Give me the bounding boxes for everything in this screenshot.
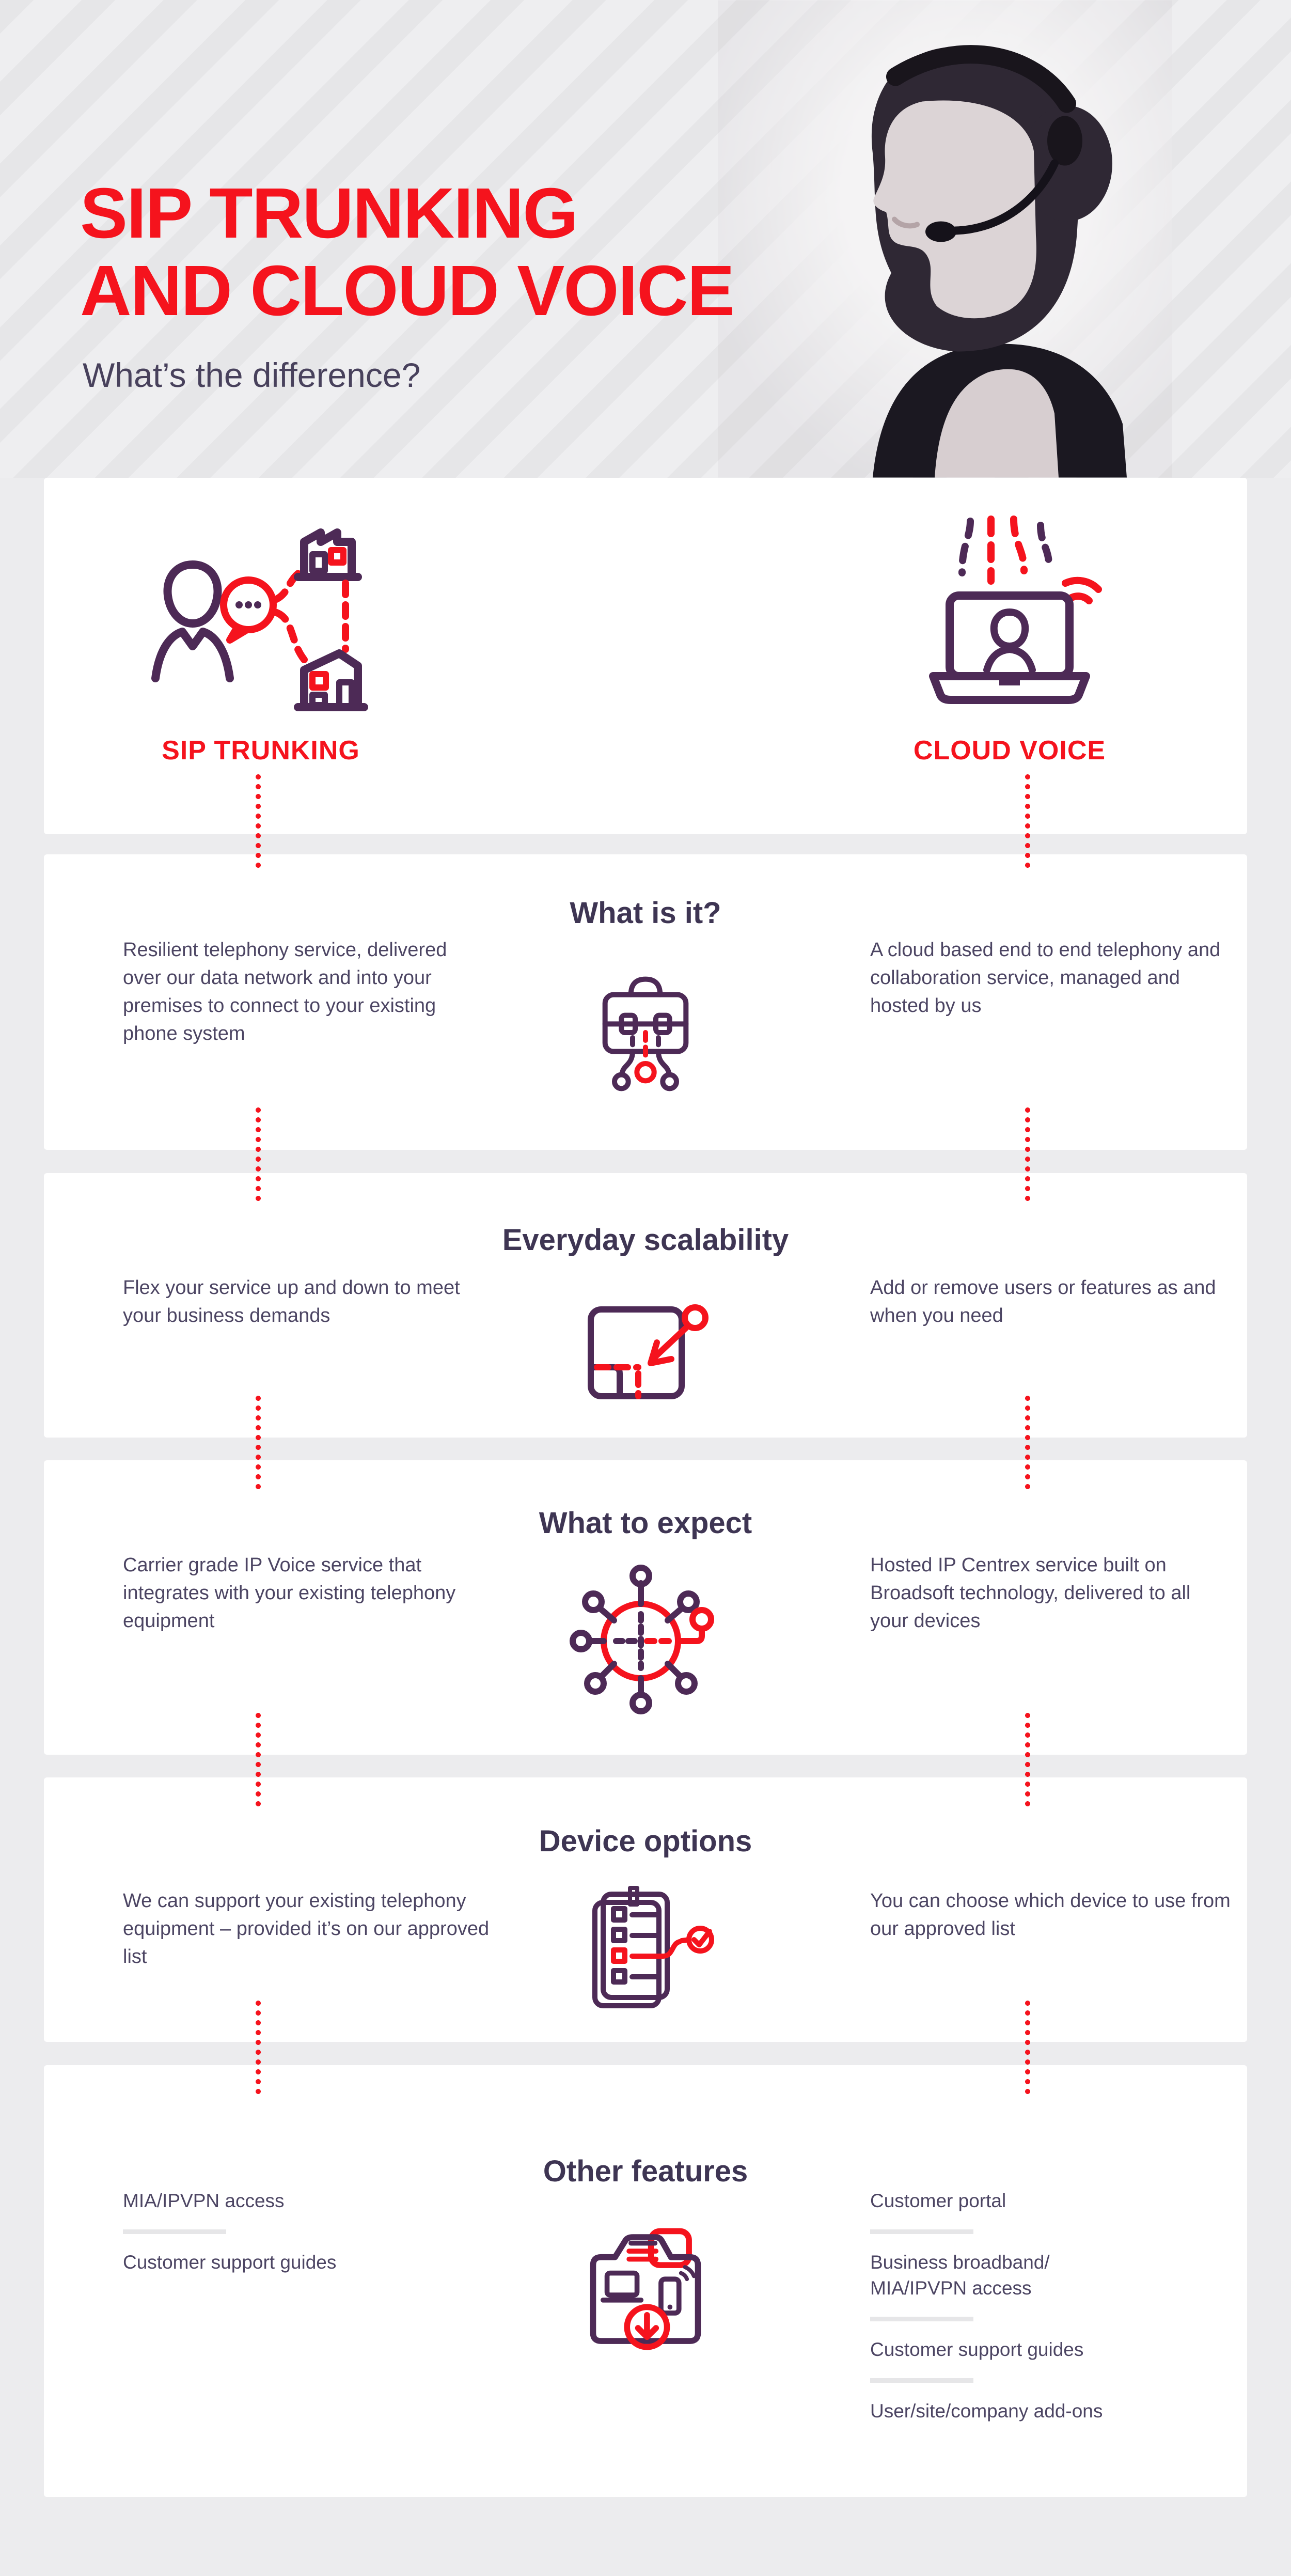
cloud-expect-text: Hosted IP Centrex service built on Broad…: [870, 1554, 1191, 1632]
dotted-connector-left-5: [255, 2000, 261, 2098]
dotted-connector-right-4: [1025, 1712, 1031, 1810]
list-divider: [870, 2378, 973, 2383]
page-title: SIP TRUNKING AND CLOUD VOICE: [80, 174, 735, 331]
section-everyday-scalability: Everyday scalability Flex your service u…: [44, 1173, 1247, 1438]
section-what-to-expect: What to expect Carrier grade IP Voice se…: [44, 1460, 1247, 1755]
approved-checklist-icon: [568, 1886, 723, 2015]
cloud-device-text: You can choose which device to use from …: [870, 1890, 1231, 1940]
list-item: Customer support guides: [870, 2339, 1084, 2360]
sip-trunking-icon: [127, 505, 395, 737]
section-heading: Device options: [539, 1824, 752, 1858]
dotted-connector-left-2: [255, 1106, 261, 1205]
section-heading: What to expect: [539, 1506, 752, 1540]
cloud-voice-icon: [875, 505, 1144, 737]
dotted-connector-right-3: [1025, 1395, 1031, 1493]
list-item: MIA/IPVPN access: [123, 2190, 285, 2211]
section-heading: Other features: [543, 2155, 748, 2188]
dotted-connector-left-1: [255, 773, 261, 872]
list-divider: [870, 2317, 973, 2321]
section-heading: What is it?: [570, 896, 721, 930]
briefcase-network-icon: [581, 960, 710, 1110]
dotted-connector-right-1: [1025, 773, 1031, 872]
resize-scale-icon: [568, 1276, 723, 1411]
list-divider: [123, 2229, 226, 2234]
features-download-icon: [563, 2207, 728, 2357]
network-hub-icon: [560, 1563, 731, 1718]
page-subtitle: What’s the difference?: [83, 356, 421, 394]
intro-card: SIP TRUNKING CLOUD VOICE: [44, 478, 1247, 834]
sip-what-is-it-text: Resilient telephony service, delivered o…: [123, 939, 447, 1044]
cloud-scalability-text: Add or remove users or features as and w…: [870, 1277, 1216, 1326]
sip-scalability-text: Flex your service up and down to meet yo…: [123, 1277, 460, 1326]
page-title-line1: SIP TRUNKING: [80, 174, 578, 253]
list-item: Customer portal: [870, 2190, 1006, 2211]
dotted-connector-right-2: [1025, 1106, 1031, 1205]
dotted-connector-right-5: [1025, 2000, 1031, 2098]
cloud-what-is-it-text: A cloud based end to end telephony and c…: [870, 939, 1221, 1017]
cloud-voice-label: CLOUD VOICE: [913, 736, 1106, 766]
cloud-other-features-list: Customer portal Business broadband/ MIA/…: [870, 2188, 1232, 2424]
list-item: User/site/company add-ons: [870, 2400, 1103, 2422]
sip-trunking-label: SIP TRUNKING: [162, 736, 360, 766]
sip-device-text: We can support your existing telephony e…: [123, 1890, 490, 1968]
section-other-features: Other features MIA/IPVPN access: [44, 2065, 1247, 2497]
dotted-connector-left-3: [255, 1395, 261, 1493]
list-divider: [870, 2229, 973, 2234]
call-centre-agent-photo: [718, 0, 1172, 478]
list-item: Business broadband/ MIA/IPVPN access: [870, 2252, 1050, 2299]
dotted-connector-left-4: [255, 1712, 261, 1810]
section-what-is-it: What is it? Resilient telephony service,…: [44, 854, 1247, 1150]
sip-other-features-list: MIA/IPVPN access Customer support guides: [123, 2188, 484, 2275]
sip-expect-text: Carrier grade IP Voice service that inte…: [123, 1554, 456, 1632]
agent-silhouette-illustration: [718, 0, 1172, 478]
page-title-line2: AND CLOUD VOICE: [80, 251, 735, 331]
section-device-options: Device options We can support your exist…: [44, 1777, 1247, 2042]
list-item: Customer support guides: [123, 2252, 337, 2273]
section-heading: Everyday scalability: [502, 1223, 789, 1257]
